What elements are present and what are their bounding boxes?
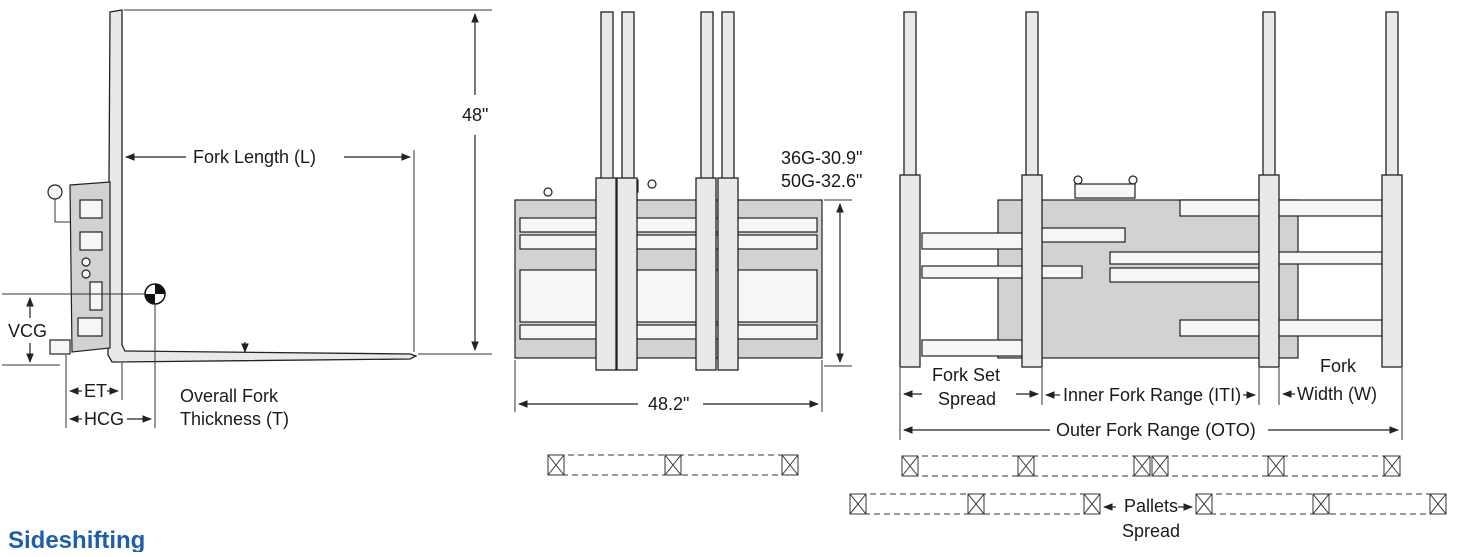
front-height-label-2: 50G-32.6" [781,171,862,191]
section-title: Sideshifting [8,527,145,552]
carriage-opening [519,269,818,323]
hose-line [54,199,70,223]
hcg-label: HCG [84,409,124,429]
et-label: ET [84,381,107,401]
spread-view: Fork Set Spread Inner Fork Range (ITI) F… [849,11,1447,541]
rail-lower-left [921,339,1035,357]
carriage-bracket-top [79,199,103,219]
front-fork-arm-4 [717,177,739,371]
front-fork-arm-2 [616,177,638,371]
thickness-label-1: Overall Fork [180,386,279,406]
thickness-label-2: Thickness (T) [180,409,289,429]
rail-mid-right [1109,251,1383,265]
spread-fork-arm-1 [899,174,921,368]
spread-fork-shank-2 [1025,11,1039,178]
rail-upper-left [921,232,1035,250]
carriage-upper-rail [519,234,818,250]
spread-fork-shank-4 [1385,11,1399,178]
side-view: 48" Fork Length (L) VCG ET HCG Overall F… [2,9,492,429]
spread-cylinder-top [1074,183,1136,199]
carriage-bolt-1 [81,257,91,267]
spread-fork-arm-4 [1381,174,1403,368]
carriage-bolt-2 [81,269,91,279]
front-height-label-1: 36G-30.9" [781,148,862,168]
outer-range-label: Outer Fork Range (OTO) [1056,420,1256,440]
fork-length-label: Fork Length (L) [193,147,316,167]
spread-fitting-left [1073,175,1083,185]
center-of-gravity-icon [144,283,166,305]
inner-range-label: Inner Fork Range (ITI) [1063,385,1241,405]
front-fork-shank-3 [700,11,714,181]
hose-fitting [47,184,63,200]
cylinder-right [1109,267,1261,283]
front-fork-shank-1 [600,11,614,181]
height-label: 48" [462,105,488,125]
carriage-slot [89,281,103,311]
pallets-label-2: Spread [1122,521,1180,541]
carriage-bracket-low [77,317,103,337]
front-fitting-right [647,179,657,189]
vcg-label: VCG [8,321,47,341]
rail-mid-left [921,265,1083,279]
spread-fitting-right [1128,175,1138,185]
rail-upper-right [1179,199,1383,217]
carriage-top-bar [519,217,818,233]
fork-set-spread-label-1: Fork Set [932,365,1000,385]
front-fork-shank-4 [721,11,735,181]
cylinder-left [1039,227,1126,243]
carriage-foot [49,339,71,355]
spread-fork-shank-3 [1262,11,1276,178]
pallets-label-1: Pallets [1124,496,1178,516]
fork-set-spread-label-2: Spread [938,389,996,409]
front-fork-arm-1 [595,177,617,371]
front-fork-arm-3 [695,177,717,371]
spread-pallets-narrow [901,455,1401,477]
spread-fork-arm-3 [1258,174,1280,368]
rail-lower-right [1179,319,1383,337]
front-fitting-left [543,187,553,197]
fork-width-label-2: Width (W) [1297,384,1377,404]
spread-fork-shank-1 [903,11,917,178]
spread-fork-arm-2 [1021,174,1043,368]
front-fork-shank-2 [621,11,635,181]
front-width-label: 48.2" [648,394,689,414]
front-view: 36G-30.9" 50G-32.6" 48.2" [514,11,862,476]
carriage-lower-rail [519,324,818,340]
front-pallet [547,454,799,476]
spread-pallets-wide [849,493,1447,515]
fork-side-profile [107,9,418,363]
carriage-bracket-mid [79,231,103,251]
fork-width-label-1: Fork [1320,356,1357,376]
